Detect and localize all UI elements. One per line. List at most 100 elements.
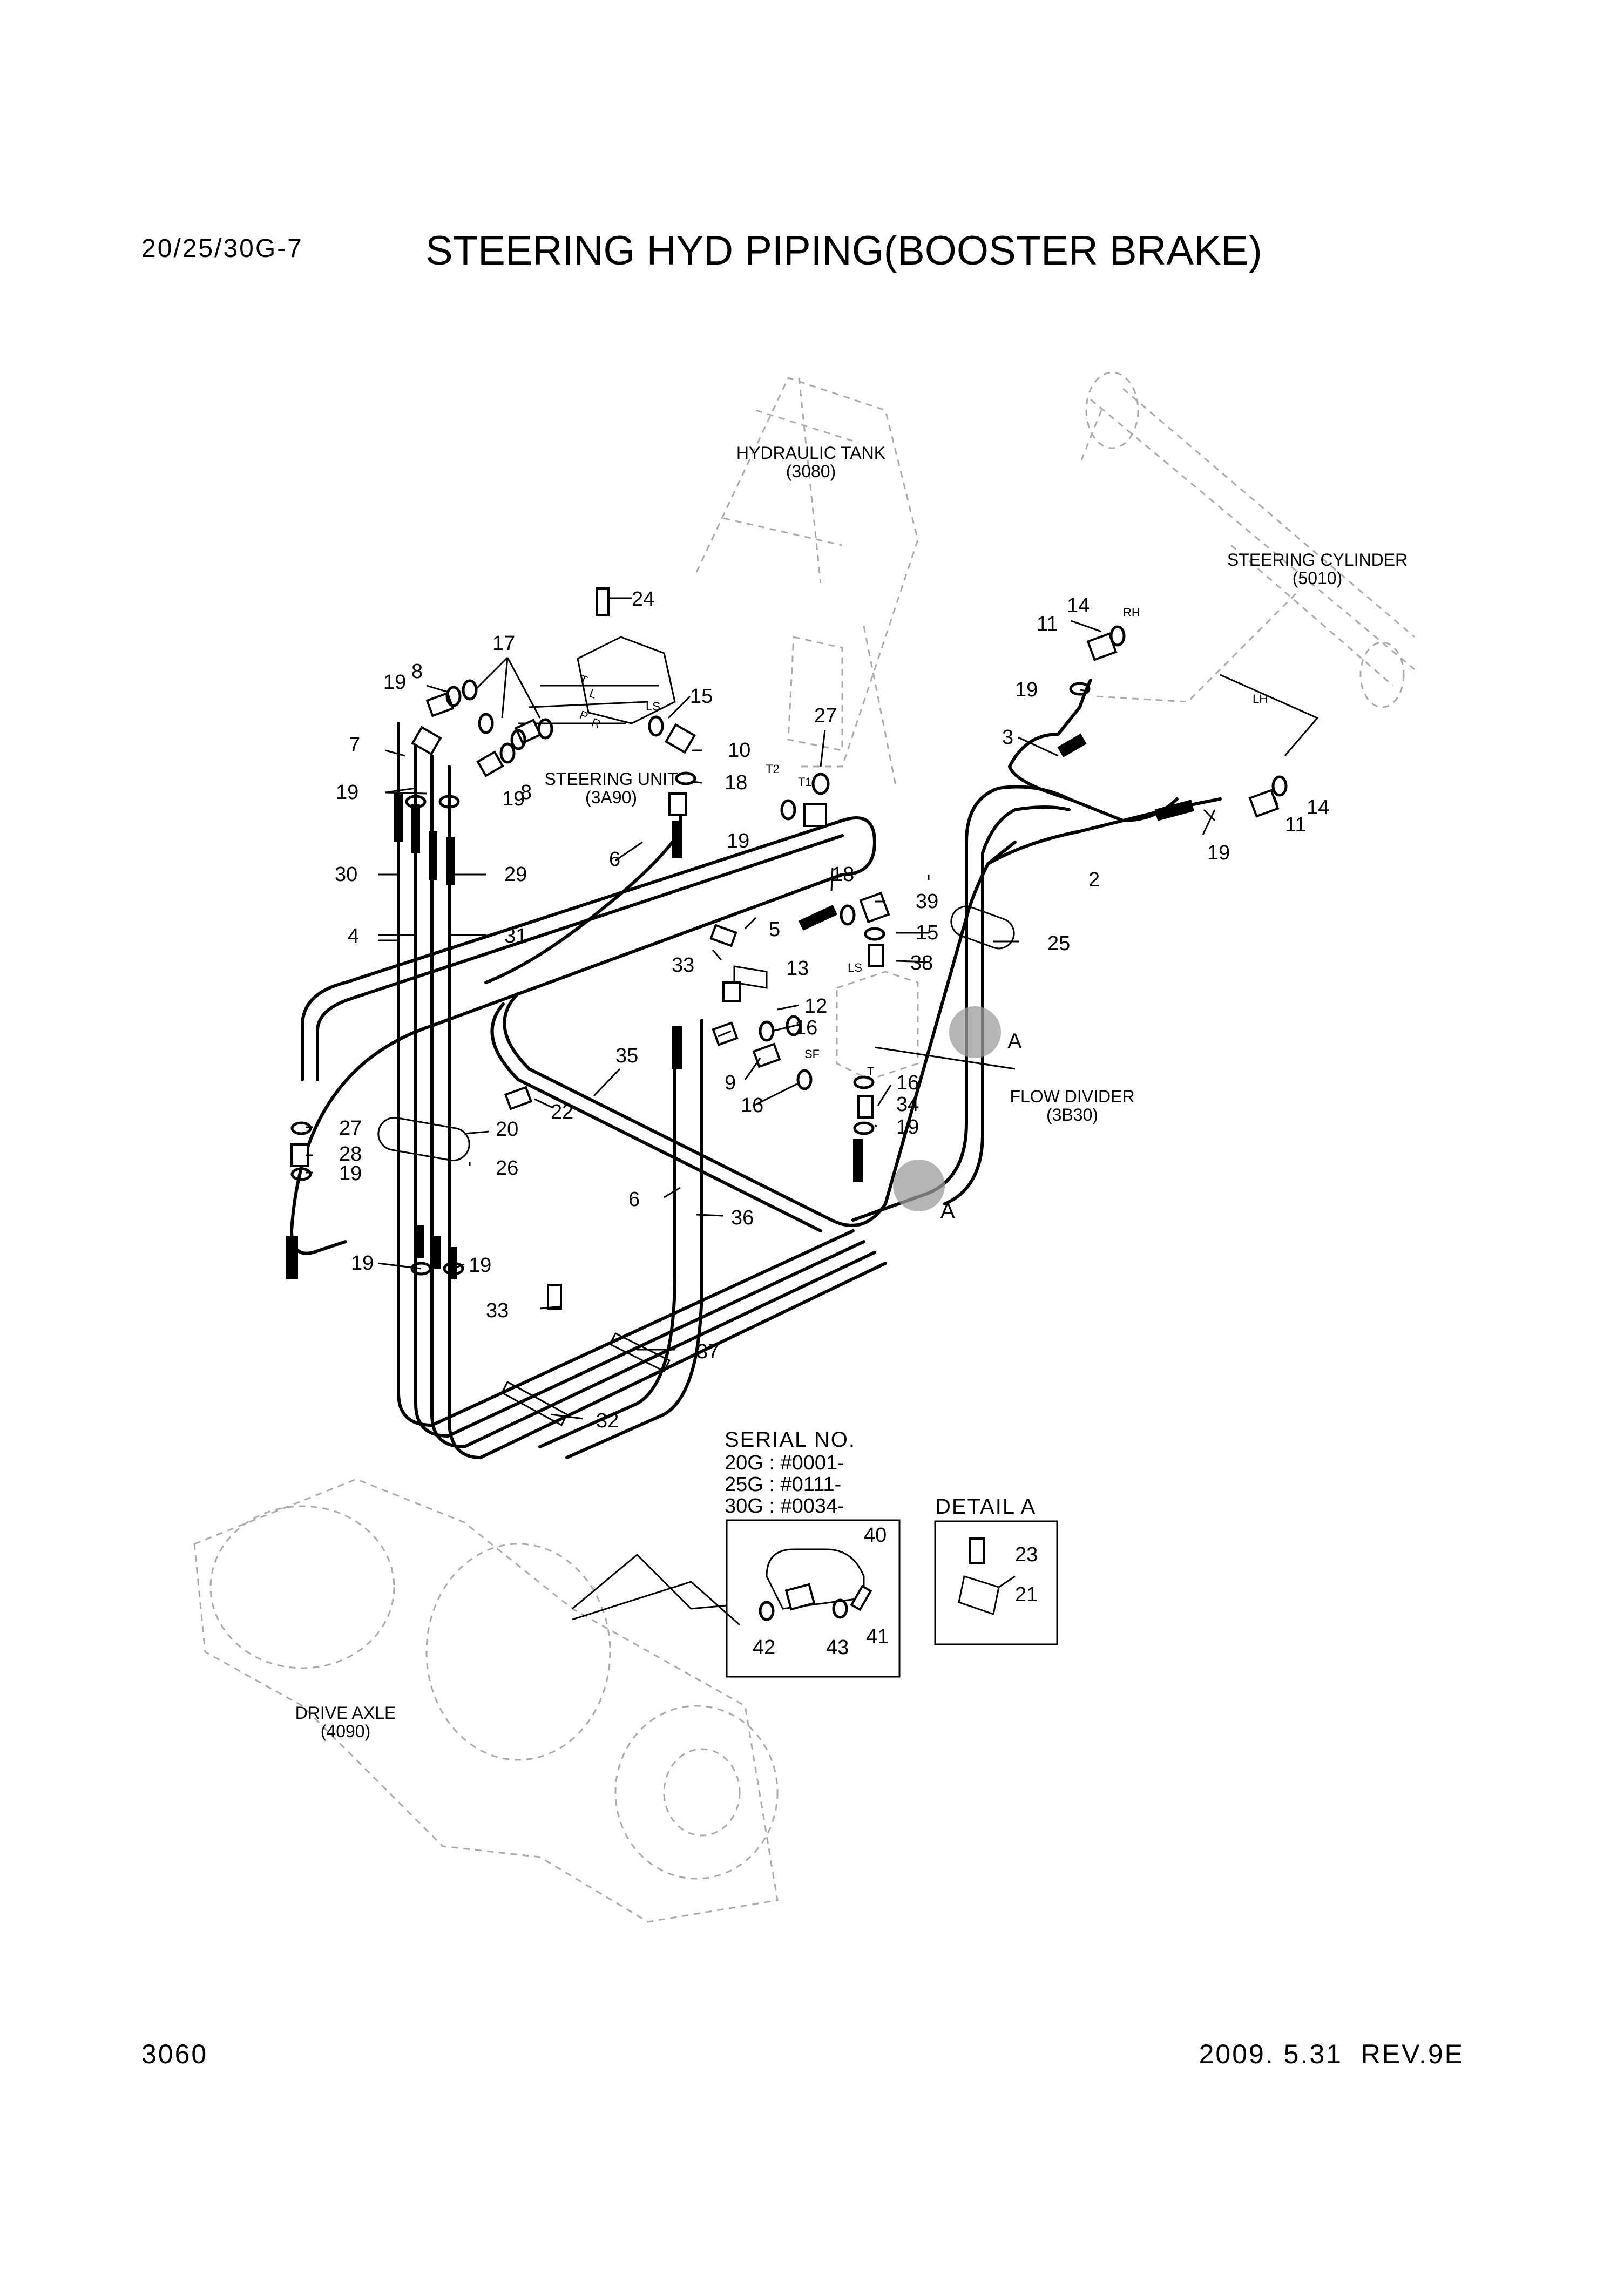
port-t1: T1	[798, 775, 812, 789]
port-t-lower: T	[867, 1065, 874, 1078]
steering-cylinder-label: STEERING CYLINDER	[1227, 550, 1408, 570]
callout-12: 12	[804, 995, 827, 1018]
detail-a-callout-21: 21	[1015, 1583, 1038, 1606]
callout-34: 34	[896, 1093, 919, 1116]
hydraulic-tank-ref: (3080)	[786, 462, 836, 481]
detail-a-box	[934, 1520, 1058, 1645]
callout-19: 19	[336, 781, 358, 804]
callout-13: 13	[786, 957, 809, 980]
callout-5: 5	[769, 918, 780, 941]
callout-19: 19	[469, 1254, 491, 1277]
drive-axle-ref: (4090)	[321, 1722, 371, 1741]
hose-hatching	[286, 733, 1194, 1279]
detail-a-heading: DETAIL A	[935, 1495, 1036, 1519]
flow-divider-label: FLOW DIVIDER	[1010, 1087, 1134, 1106]
callout-numbers: 24 17 19 8 7 19 8 15 10 27 19 3 11 14 19…	[335, 588, 1329, 1432]
callout-19: 19	[896, 1116, 919, 1139]
callout-27: 27	[339, 1117, 362, 1140]
callout-31: 31	[504, 925, 527, 947]
steering-unit-ref: (3A90)	[585, 788, 637, 807]
hydraulic-tank-label: HYDRAULIC TANK	[736, 443, 885, 463]
callout-38: 38	[910, 952, 933, 974]
port-rh: RH	[1123, 606, 1140, 619]
callout-26: 26	[496, 1157, 518, 1180]
callout-14: 14	[1067, 594, 1090, 617]
steering-cylinder-outline	[1079, 371, 1415, 756]
callout-19: 19	[383, 671, 406, 694]
detail-a-label-lower: A	[940, 1199, 955, 1223]
steering-unit-label: STEERING UNIT	[544, 769, 678, 789]
port-r: R	[590, 715, 602, 731]
detail-a-callout-23: 23	[1015, 1543, 1038, 1566]
callout-18: 18	[725, 771, 747, 794]
serial-line-25g: 25G : #0111-	[725, 1473, 841, 1496]
callout-4: 4	[348, 925, 359, 947]
callout-33: 33	[486, 1299, 509, 1322]
o-rings	[290, 625, 1288, 1276]
callout-29: 29	[504, 863, 527, 886]
callout-14: 14	[1307, 796, 1329, 819]
callout-19: 19	[727, 830, 749, 852]
callout-19: 19	[1015, 679, 1038, 701]
callout-6: 6	[609, 848, 620, 871]
callout-6: 6	[628, 1188, 640, 1211]
serial-callout-42: 42	[753, 1636, 775, 1659]
detail-a-marker-lower	[893, 1160, 945, 1211]
serial-heading: SERIAL NO.	[725, 1428, 856, 1452]
callout-39: 39	[916, 890, 938, 913]
callout-35: 35	[615, 1045, 638, 1067]
callout-22: 22	[551, 1101, 573, 1123]
detail-a-panel: DETAIL A 23 21	[934, 1495, 1058, 1645]
callout-8: 8	[411, 660, 423, 683]
callout-25: 25	[1047, 932, 1070, 955]
callout-24: 24	[632, 588, 654, 611]
port-ls-upper: LS	[646, 700, 660, 713]
callout-18: 18	[831, 863, 854, 886]
callout-36: 36	[731, 1207, 754, 1229]
port-p: P	[578, 708, 590, 723]
leader-lines	[306, 597, 1278, 1420]
serial-callout-41: 41	[866, 1625, 889, 1648]
flow-divider-block	[836, 971, 1016, 1081]
hydraulic-tank-outline	[695, 377, 919, 789]
callout-27: 27	[814, 704, 837, 727]
callout-8: 8	[520, 781, 532, 804]
drive-axle-outline	[193, 1478, 779, 1923]
callout-33: 33	[672, 954, 694, 977]
callout-30: 30	[335, 863, 357, 886]
model-code: 20/25/30G-7	[141, 234, 303, 263]
callout-3: 3	[1002, 726, 1013, 749]
serial-callout-43: 43	[826, 1636, 849, 1659]
callout-11: 11	[1285, 814, 1306, 836]
callout-37: 37	[696, 1340, 719, 1363]
detail-a-marker-upper	[949, 1006, 1001, 1058]
callout-11: 11	[1037, 613, 1058, 635]
callout-15: 15	[690, 685, 713, 708]
callout-20: 20	[496, 1118, 518, 1141]
port-lh: LH	[1253, 692, 1268, 706]
component-labels: HYDRAULIC TANK (3080) STEERING CYLINDER …	[295, 443, 1408, 1741]
callout-7: 7	[349, 734, 360, 756]
serial-callout-40: 40	[864, 1524, 887, 1547]
callout-2: 2	[1088, 869, 1100, 891]
callout-17: 17	[492, 632, 515, 655]
serial-detail-box	[726, 1519, 901, 1678]
callout-19: 19	[502, 788, 525, 810]
callout-19: 19	[1207, 842, 1230, 864]
callout-19: 19	[351, 1252, 374, 1275]
page-title: STEERING HYD PIPING(BOOSTER BRAKE)	[425, 228, 1262, 274]
serial-line-30g: 30G : #0034-	[725, 1495, 844, 1517]
serial-no-panel: SERIAL NO. 20G : #0001- 25G : #0111- 30G…	[572, 1428, 901, 1678]
callout-16: 16	[896, 1072, 919, 1094]
pipe-network	[290, 679, 1222, 1459]
callout-16: 16	[741, 1094, 763, 1117]
serial-line-20g: 20G : #0001-	[725, 1452, 844, 1474]
clamps	[377, 905, 1015, 1427]
steering-cylinder-ref: (5010)	[1293, 568, 1343, 588]
callout-16: 16	[795, 1017, 817, 1039]
callout-15: 15	[916, 922, 938, 944]
callout-32: 32	[596, 1410, 619, 1432]
flow-divider-ref: (3B30)	[1046, 1105, 1098, 1124]
port-t2: T2	[766, 762, 780, 776]
